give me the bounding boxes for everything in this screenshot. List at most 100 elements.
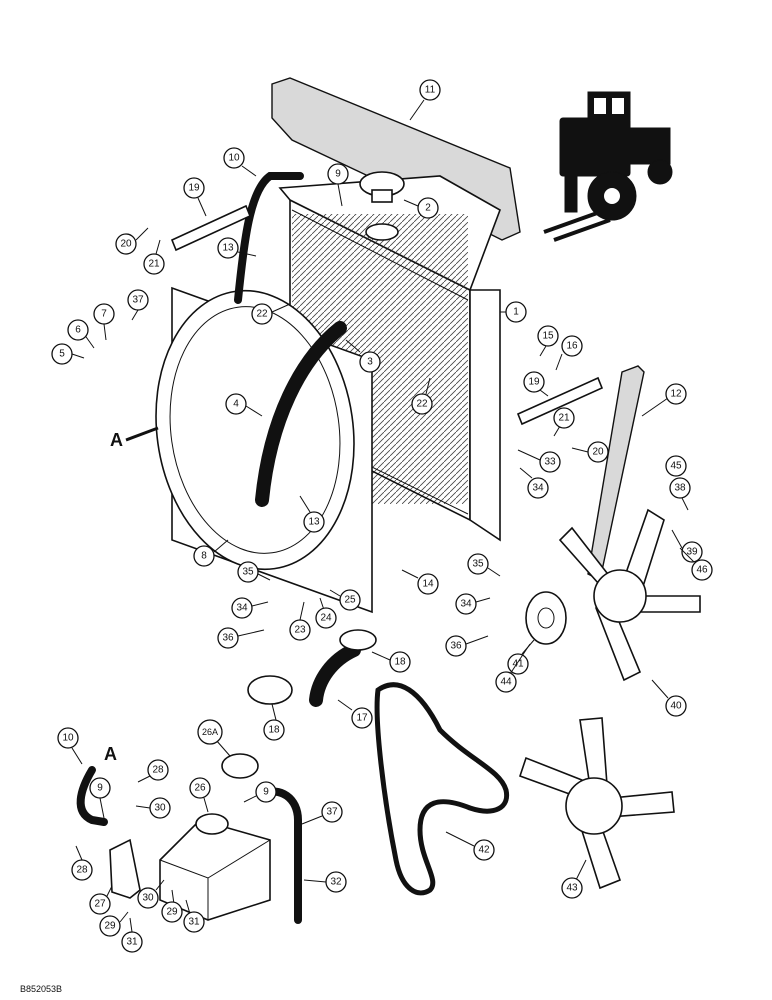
callout-19-right: 19 (523, 371, 549, 397)
callout-19-left: 19 (183, 177, 207, 217)
svg-text:31: 31 (126, 937, 138, 948)
svg-text:22: 22 (416, 399, 428, 410)
callout-31-right: 31 (183, 899, 205, 933)
callout-5: 5 (51, 343, 85, 365)
svg-text:33: 33 (544, 457, 556, 468)
callout-27: 27 (89, 885, 113, 915)
svg-text:29: 29 (104, 921, 116, 932)
callout-6: 6 (67, 319, 95, 349)
callout-36-left: 36 (217, 627, 265, 649)
svg-text:8: 8 (201, 551, 207, 562)
callout-25: 25 (329, 589, 361, 611)
svg-text:40: 40 (670, 701, 682, 712)
svg-text:5: 5 (59, 349, 65, 360)
svg-text:16: 16 (566, 341, 578, 352)
callout-13-lower: 13 (299, 495, 325, 533)
callout-20-left: 20 (115, 227, 149, 255)
svg-text:15: 15 (542, 331, 554, 342)
callout-46: 46 (679, 547, 713, 581)
svg-text:37: 37 (326, 807, 338, 818)
callout-35-right: 35 (467, 553, 501, 577)
svg-text:41: 41 (512, 659, 524, 670)
svg-text:2: 2 (425, 203, 431, 214)
svg-text:9: 9 (335, 169, 341, 180)
callout-15: 15 (537, 325, 559, 357)
fan-43-part (518, 717, 675, 890)
callout-7: 7 (93, 303, 115, 341)
callout-31-left: 31 (121, 917, 143, 953)
callout-34-right-upper: 34 (519, 467, 549, 499)
fan-40-part (558, 508, 701, 682)
svg-text:36: 36 (450, 641, 462, 652)
svg-text:10: 10 (228, 153, 240, 164)
callout-1: 1 (500, 301, 527, 323)
svg-text:3: 3 (367, 357, 373, 368)
svg-text:34: 34 (532, 483, 544, 494)
callout-44: 44 (495, 643, 531, 693)
view-a-arrow-upper (125, 426, 159, 442)
callout-29-right: 29 (161, 889, 183, 923)
callout-35-left: 35 (237, 561, 271, 583)
callout-30-upper: 30 (135, 797, 171, 819)
callout-28-lower: 28 (71, 845, 93, 881)
svg-text:39: 39 (686, 547, 698, 558)
callout-34-right: 34 (455, 593, 491, 615)
svg-text:38: 38 (674, 483, 686, 494)
radiator-cap-part (359, 171, 405, 241)
callout-13-upper: 13 (217, 237, 257, 259)
callout-18-right: 18 (371, 651, 411, 673)
callout-22-left: 22 (251, 303, 291, 325)
svg-text:25: 25 (344, 595, 356, 606)
callout-43: 43 (561, 859, 587, 899)
svg-text:26A: 26A (202, 727, 218, 737)
callout-3: 3 (345, 339, 381, 373)
svg-text:9: 9 (263, 787, 269, 798)
callout-12: 12 (641, 383, 687, 417)
callout-30-lower: 30 (137, 879, 165, 909)
callout-2: 2 (403, 197, 439, 219)
hose-clamp-18a (247, 675, 293, 705)
callout-28-upper: 28 (137, 759, 169, 783)
svg-text:18: 18 (268, 725, 280, 736)
svg-text:9: 9 (97, 783, 103, 794)
callout-16: 16 (555, 335, 583, 371)
svg-text:13: 13 (308, 517, 320, 528)
callout-21-right: 21 (553, 407, 575, 437)
svg-text:29: 29 (166, 907, 178, 918)
reservoir-bracket-part (109, 838, 141, 899)
callout-9-lower: 9 (89, 777, 111, 819)
svg-text:35: 35 (242, 567, 254, 578)
svg-text:11: 11 (425, 85, 436, 96)
callout-24: 24 (315, 597, 337, 629)
callout-8: 8 (193, 539, 229, 567)
svg-text:35: 35 (472, 559, 484, 570)
svg-text:6: 6 (75, 325, 81, 336)
bracket-19-left (170, 204, 252, 252)
svg-text:26: 26 (194, 783, 206, 794)
drive-belt-part (374, 682, 510, 896)
svg-text:10: 10 (62, 733, 74, 744)
callout-10-lower: 10 (57, 727, 83, 765)
callout-42: 42 (445, 831, 495, 861)
overflow-hose-lower (76, 766, 108, 826)
callout-10-upper: 10 (223, 147, 257, 177)
callout-17: 17 (337, 699, 373, 729)
coolant-reservoir-part (159, 753, 271, 921)
svg-text:22: 22 (256, 309, 268, 320)
callout-32: 32 (303, 871, 347, 893)
svg-text:30: 30 (154, 803, 166, 814)
callout-9-reservoir: 9 (243, 781, 277, 803)
callout-21-left: 21 (143, 239, 165, 275)
svg-text:30: 30 (142, 893, 154, 904)
figure-id-label: B852053B (20, 984, 63, 994)
svg-text:23: 23 (294, 625, 306, 636)
svg-text:13: 13 (222, 243, 234, 254)
view-letter-a-lower: A (104, 744, 117, 764)
svg-text:21: 21 (558, 413, 570, 424)
svg-text:37: 37 (132, 295, 144, 306)
fan-spacer-part (525, 591, 567, 645)
callout-37-upper: 37 (127, 289, 149, 321)
callout-29-left: 29 (99, 911, 129, 937)
callout-26: 26 (189, 777, 211, 813)
callout-11: 11 (409, 79, 441, 121)
